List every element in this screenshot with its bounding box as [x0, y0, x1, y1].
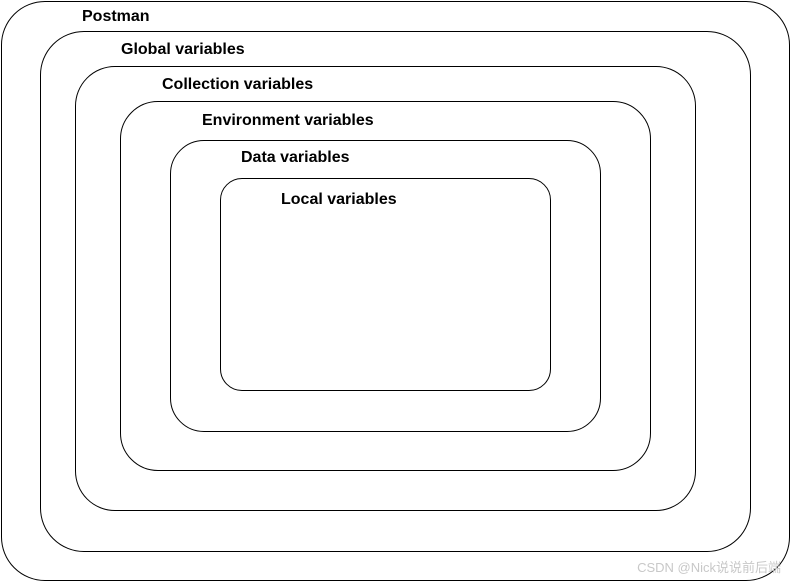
- scope-label-postman: Postman: [82, 8, 150, 25]
- scope-box-environment-variables: [120, 101, 651, 471]
- scope-box-collection-variables: [75, 66, 696, 511]
- scope-label-local-variables: Local variables: [281, 191, 397, 208]
- scope-box-global-variables: [40, 31, 751, 552]
- scope-label-collection-variables: Collection variables: [162, 76, 314, 93]
- scope-label-global-variables: Global variables: [121, 41, 245, 58]
- watermark-text: CSDN @Nick说说前后端: [637, 560, 781, 575]
- scope-box-data-variables: [170, 140, 601, 432]
- scope-label-data-variables: Data variables: [241, 149, 350, 166]
- scope-box-local-variables: [220, 178, 551, 391]
- scope-label-environment-variables: Environment variables: [202, 112, 374, 129]
